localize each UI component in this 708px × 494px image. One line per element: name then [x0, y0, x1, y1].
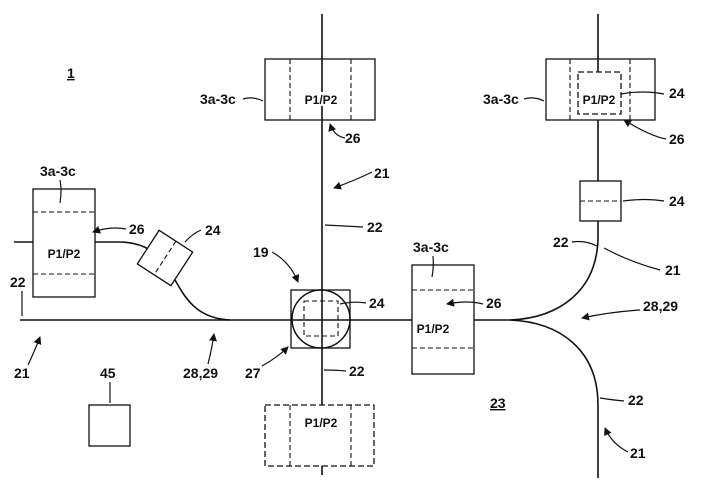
ref-45: 45: [100, 365, 116, 381]
position-label: P1/P2: [583, 93, 616, 107]
unit-box-45: [89, 405, 130, 446]
ref-22-center-upper: 22: [367, 219, 383, 235]
figure-ref-1: 1: [67, 65, 75, 81]
ref-24-top-right: 24: [669, 85, 685, 101]
station-left: P1/P2: [33, 189, 95, 297]
position-label: P1/P2: [305, 93, 338, 107]
ref-28-29-left: 28,29: [183, 365, 218, 381]
ref-26-top-right: 26: [669, 131, 685, 147]
station-label-top-right: 3a-3c: [483, 91, 519, 107]
ref-22-center-lower: 22: [349, 363, 365, 379]
ref-28-29-right: 28,29: [643, 298, 678, 314]
region-ref-23: 23: [490, 395, 506, 411]
station-middle-right: P1/P2: [412, 265, 474, 374]
ref-26-middle-right: 26: [486, 295, 502, 311]
ref-24-left: 24: [205, 222, 221, 238]
junction-center: [291, 290, 350, 348]
station-label-top-center: 3a-3c: [200, 91, 236, 107]
ref-26-left: 26: [129, 221, 145, 237]
position-label: P1/P2: [48, 247, 81, 261]
ref-27: 27: [245, 365, 261, 381]
ref-22-right-lower: 22: [628, 392, 644, 408]
ref-21-left: 21: [14, 365, 30, 381]
sensor-box-right: [580, 181, 621, 221]
sensor-box-left-tilted: [137, 230, 192, 285]
ref-24-center: 24: [369, 295, 385, 311]
station-top-center: P1/P2: [265, 59, 375, 120]
ref-26-top-center: 26: [345, 130, 361, 146]
station-bottom-center: P1/P2: [265, 405, 374, 466]
ref-19: 19: [253, 244, 269, 260]
ref-21-right-upper: 21: [665, 262, 681, 278]
ref-22-right-upper: 22: [553, 234, 569, 250]
track-curve-lower-right: [510, 320, 598, 478]
position-label: P1/P2: [417, 322, 450, 336]
ref-21-right-lower: 21: [630, 445, 646, 461]
ref-21-center: 21: [374, 165, 390, 181]
ref-24-right: 24: [669, 193, 685, 209]
ref-22-left: 22: [10, 274, 26, 290]
station-top-right: P1/P2: [546, 59, 655, 120]
station-label-left: 3a-3c: [40, 163, 76, 179]
position-label: P1/P2: [305, 416, 338, 430]
station-label-middle-right: 3a-3c: [413, 239, 449, 255]
